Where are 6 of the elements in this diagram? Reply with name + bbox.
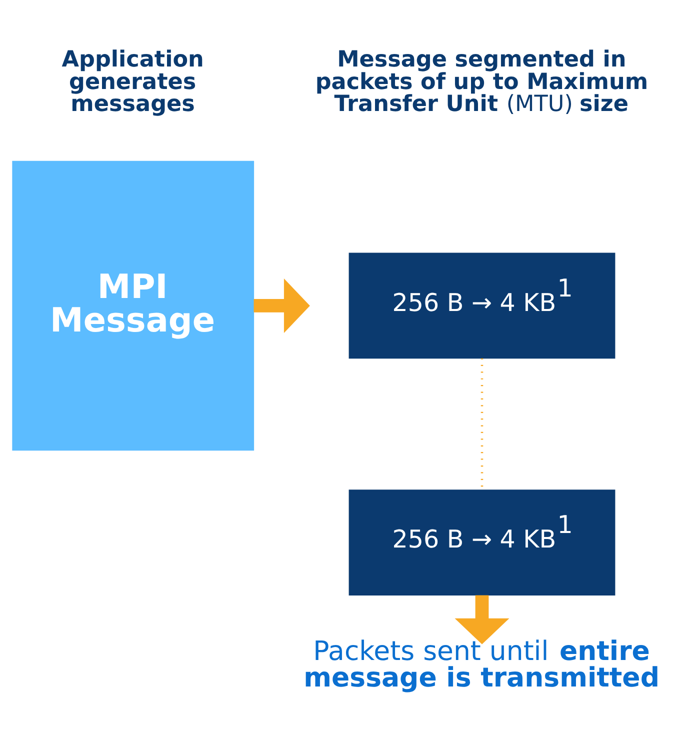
node-text: Packets sent until entire message is transmitted	[304, 636, 660, 694]
label: Application generates messages	[62, 46, 204, 118]
node-box: MPI Message	[12, 160, 254, 451]
arrow	[254, 278, 310, 333]
label: Message segmented in packets of up to Maximum Transfer Unit (MTU) size	[315, 46, 648, 118]
arrow	[454, 595, 510, 644]
